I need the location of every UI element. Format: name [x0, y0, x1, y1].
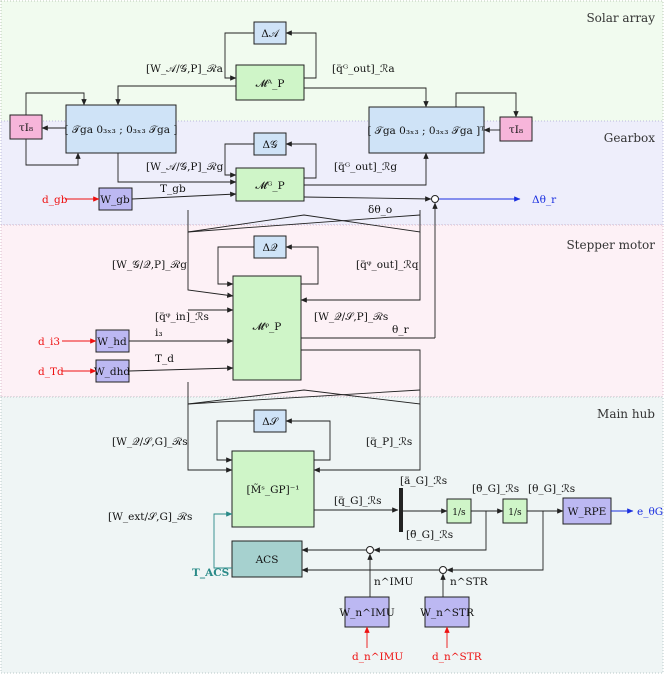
w-imu-block — [344, 596, 390, 628]
section-title-gearbox: Gearbox — [604, 131, 655, 145]
tau-right-label: τI₈ — [509, 124, 523, 136]
w-imu-label: W_n^IMU — [339, 607, 395, 619]
tau-right-block — [499, 116, 533, 142]
m-g-block — [235, 167, 305, 202]
sig-td: T_d — [155, 353, 174, 365]
sig-d-str: d_n^STR — [432, 651, 483, 663]
sig-theta-dd: [θ̈_G]_ℛs — [406, 528, 453, 541]
w-rpe-block — [562, 497, 612, 525]
sig-d-i3: d_i3 — [38, 336, 60, 348]
sig-q-out-a: [q̈ᴳ_out]_ℛa — [332, 62, 395, 75]
w-rpe-label: W_RPE — [568, 506, 607, 518]
w-hd-label: W_hd — [97, 336, 127, 348]
m-a-label: 𝓜ᴬ_P — [256, 78, 285, 90]
sig-theta-d: [θ̇_G]_ℛs — [472, 482, 519, 495]
sig-w-gqp: [W_𝒢/𝒬,P]_ℛg — [112, 258, 187, 271]
sig-n-str: n^STR — [450, 576, 489, 588]
rot-right-label: [ 𝒯ga 0₃ₓ₃ ; 0₃ₓ₃ 𝒯ga ]ᵀ — [367, 125, 485, 137]
m-g-label: 𝓜ᴳ_P — [255, 180, 284, 192]
sig-theta: [θ_G]_ℛs — [528, 483, 575, 495]
rot-left-label: [ 𝒯ga 0₃ₓ₃ ; 0₃ₓ₃ 𝒯ga ] — [65, 124, 178, 136]
section-title-hub: Main hub — [597, 407, 655, 421]
w-dhd-label: W_dhd — [94, 366, 131, 378]
sig-q-out-q: [q̈ᵠ_out]_ℛq — [356, 258, 419, 271]
section-title-stepper: Stepper motor — [566, 238, 655, 252]
section-solar-array — [0, 0, 664, 122]
delta-a-label: Δ𝒜 — [261, 28, 281, 40]
section-main-hub — [0, 396, 664, 674]
int1-label: 1/s — [452, 508, 466, 518]
delta-q-label: Δ𝒬 — [262, 242, 278, 254]
sig-q-g: [q̈_G]_ℛs — [334, 494, 382, 507]
sig-d-td: d_Td — [38, 366, 64, 378]
tau-left-label: τI₈ — [19, 122, 33, 134]
sig-q-p: [q̈_P]_ℛs — [366, 435, 412, 448]
sig-d-gb: d_gb — [42, 194, 68, 206]
m-a-block — [235, 64, 305, 101]
sig-w-qsg: [W_𝒬/𝒮,G]_ℛs — [112, 435, 188, 448]
sig-theta-r: θ_r — [392, 324, 410, 336]
acs-label: ACS — [255, 554, 279, 566]
sig-delta-theta-r: Δθ_r — [532, 194, 557, 206]
rot-left-block — [65, 104, 177, 154]
sum-junction-imu — [366, 546, 374, 554]
sig-w-ext: [W_ext/𝒮,G]_ℛs — [108, 510, 192, 523]
int2-label: 1/s — [508, 508, 522, 518]
split-bar — [399, 488, 403, 532]
w-str-label: W_n^STR — [420, 607, 475, 619]
sig-a-g: [ä_G]_ℛs — [400, 475, 447, 487]
int1-block — [446, 498, 472, 524]
sig-t-gb: T_gb — [160, 183, 186, 195]
m-s-block — [231, 450, 315, 528]
sig-q-out-g: [q̈ᴳ_out]_ℛg — [334, 160, 397, 173]
sig-delta-theta-o: δθ_o — [368, 204, 392, 216]
sig-q-in-q: [q̈ᵠ_in]_ℛs — [155, 310, 209, 323]
m-q-block — [232, 275, 302, 381]
sig-t-acs: T_ACS — [192, 567, 229, 580]
sig-d-imu: d_n^IMU — [352, 651, 403, 663]
sum-junction-theta — [431, 195, 439, 203]
m-q-label: 𝓜ᵠ_P — [253, 321, 282, 333]
int2-block — [502, 498, 528, 524]
sig-n-imu: n^IMU — [374, 576, 413, 588]
m-s-label: [M̃ˢ_GP]⁻¹ — [247, 483, 300, 496]
rot-right-block — [368, 106, 485, 154]
sig-e-theta: e_θG — [637, 506, 663, 518]
acs-block — [231, 540, 303, 578]
section-title-solar: Solar array — [586, 11, 655, 25]
sig-w-agp-a: [W_𝒜/𝒢,P]_ℛa — [146, 62, 223, 75]
sig-w-qsp: [W_𝒬/𝒮,P]_ℛs — [314, 310, 388, 323]
sig-w-agp-g: [W_𝒜/𝒢,P]_ℛg — [146, 160, 224, 173]
delta-g-label: Δ𝒢 — [262, 139, 278, 151]
delta-s-label: Δ𝒮 — [262, 416, 280, 428]
w-gb-label: W_gb — [100, 194, 130, 206]
sig-i3: i₃ — [155, 327, 163, 339]
sum-junction-str — [439, 566, 447, 574]
